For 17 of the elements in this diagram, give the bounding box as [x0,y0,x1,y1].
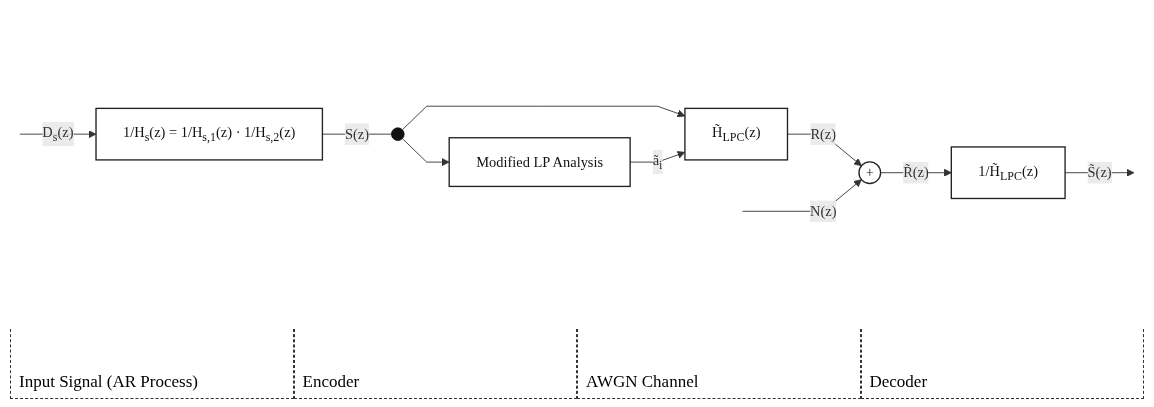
node-box: 1/H̃$_{LPC}$(z) [950,146,1066,200]
node-circle [391,127,405,142]
edge-label: R(z) [810,126,837,142]
edge-label: R̃(z) [903,164,929,181]
edge-label: N(z) [810,203,837,219]
region-label: Decoder [860,329,1144,399]
region-label: Encoder [293,329,577,399]
edge-label: D$_{s}$(z) [42,124,74,145]
node-box: H̃$_{LPC}$(z) [684,108,789,161]
edge-label: S̃(z) [1087,164,1112,181]
region-label: AWGN Channel [577,329,861,399]
edge-label: ã$_{i}$ [652,152,663,172]
node-box: 1/H$_{s}$(z) = 1/H$_{s,1}$(z) · 1/H$_{s,2}$(z) [95,108,324,161]
node-box: Modified LP Analysis [448,137,631,188]
edge-label: S(z) [344,126,369,142]
node-circle: + [858,161,882,185]
region-label: Input Signal (AR Process) [10,329,294,399]
